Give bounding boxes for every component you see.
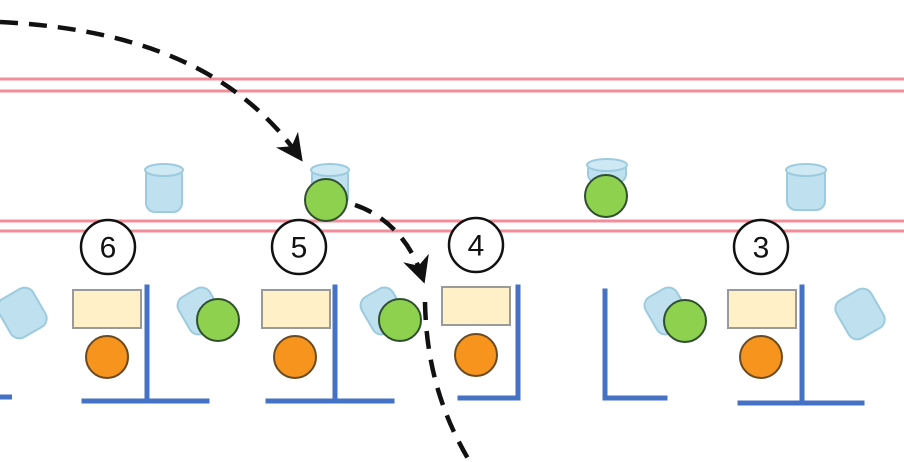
green-person-top-2 (584, 174, 628, 218)
station-number-badge (447, 216, 505, 274)
upper-rail (0, 77, 904, 93)
station-3: 3 (727, 218, 865, 406)
partition (81, 284, 210, 404)
station-6: 6 (72, 218, 210, 404)
chair-top-4 (785, 163, 827, 211)
desk (441, 286, 511, 326)
station-number-badge (79, 218, 137, 276)
desk (261, 289, 331, 329)
partition (457, 284, 521, 401)
orange-person (739, 335, 783, 379)
green-person-side-4 (663, 299, 707, 343)
movement-path-tail (422, 301, 472, 462)
station-5: 5 (261, 218, 395, 404)
station-4: 4 (441, 216, 521, 401)
desk (727, 289, 797, 329)
movement-path-arrow-2 (354, 202, 429, 284)
station-number: 4 (468, 230, 485, 263)
station-number: 5 (291, 232, 308, 265)
orange-person (85, 335, 129, 379)
partition-empty (602, 288, 668, 401)
station-number: 6 (100, 232, 117, 265)
chair-side-right-edge (834, 287, 886, 341)
chair-top-1 (144, 163, 184, 213)
orange-person (273, 335, 317, 379)
station-number-badge (732, 218, 790, 276)
green-person-top-1 (304, 178, 348, 222)
orange-person (454, 333, 498, 377)
station-number-badge (270, 218, 328, 276)
green-person-side-2 (196, 298, 240, 342)
station-number: 3 (753, 232, 770, 265)
chair-side-left-edge (0, 286, 48, 340)
desk (72, 289, 142, 329)
partition (265, 284, 395, 404)
partition (737, 284, 865, 406)
green-person-side-3 (378, 298, 422, 342)
movement-path-arrow-1 (0, 19, 303, 162)
